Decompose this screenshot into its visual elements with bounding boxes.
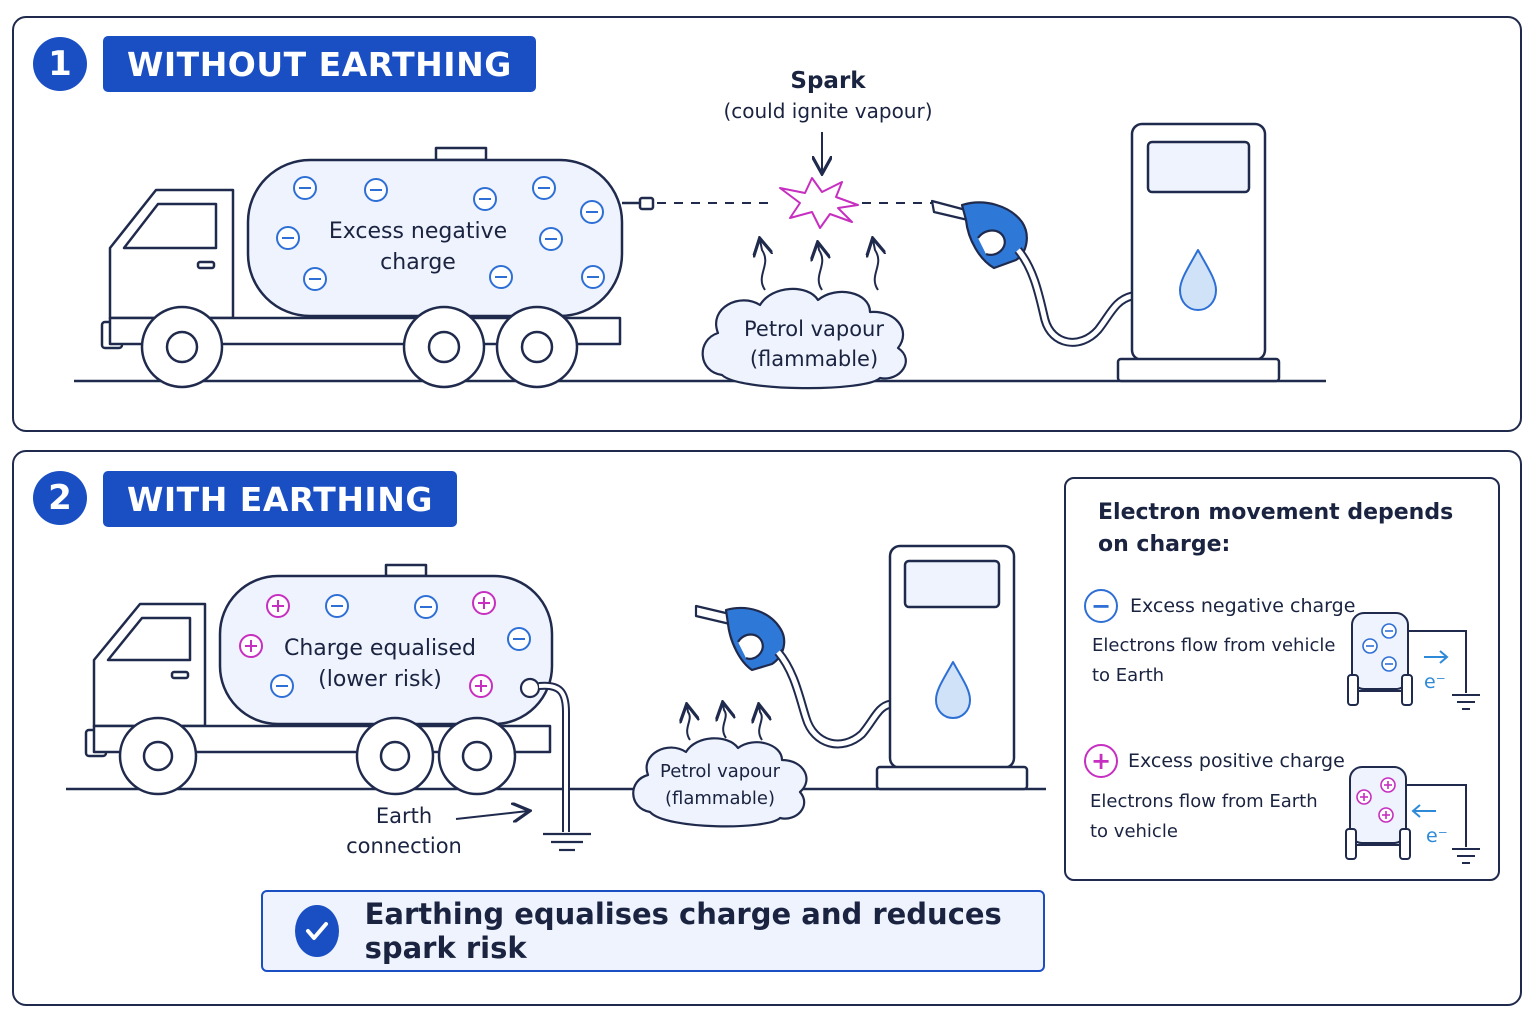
earth-connection-label-line2: connection [346,834,462,858]
vapour-label-1-line2: (flammable) [749,347,879,371]
earth-connection-label-line1: Earth [375,804,433,828]
mini-tank-positive [1345,766,1480,864]
positive-desc-line1: Electrons flow from Earth [1090,791,1318,812]
negative-charge-icons-1 [276,176,605,291]
vapour-label-1-line1: Petrol vapour [743,317,885,341]
legend-title-line2: on charge: [1098,532,1231,557]
positive-desc-line2: to vehicle [1090,821,1178,842]
legend-mini-diagrams [1345,612,1480,864]
positive-charge-description: Electrons flow from Earth to vehicle [1090,787,1318,847]
negative-desc-line2: to Earth [1092,665,1165,686]
tanker-truck-2 [84,563,554,796]
tanker-label-1-line1: Excess negative [328,219,508,244]
fuel-nozzle-2 [694,604,893,749]
summary-text: Earthing equalises charge and reduces sp… [364,897,1002,965]
vapour-label-2-line2: (flammable) [664,788,775,809]
panel2-title: WITH EARTHING [103,471,457,527]
mixed-charge-icons-2 [239,591,531,698]
electron-label-negative: e⁻ [1424,671,1446,693]
tanker-label-1: Excess negative charge [318,216,518,278]
vapour-cloud-1 [701,287,907,390]
tanker-label-2: Charge equalised (lower risk) [276,633,484,695]
negative-desc-line1: Electrons flow from vehicle [1092,635,1336,656]
earth-cable [519,677,591,852]
vapour-cloud-2 [632,737,808,828]
fuel-pump-1 [1116,122,1281,383]
legend-title: Electron movement depends on charge: [1098,497,1453,561]
spark-note: (could ignite vapour) [723,99,933,123]
negative-charge-icon: − [1084,589,1118,623]
legend-title-line1: Electron movement depends [1098,500,1454,525]
vapour-label-2: Petrol vapour (flammable) [636,758,804,812]
earth-pointer-arrow [455,811,528,819]
spark-title: Spark [790,68,866,94]
tanker-label-2-line2: (lower risk) [318,667,442,692]
earth-connection-label: Earth connection [330,801,478,861]
step-number-2: 2 [33,471,87,525]
panel1-title: WITHOUT EARTHING [103,36,536,92]
mini-tank-negative [1347,612,1480,710]
fuel-nozzle-1 [930,199,1134,347]
tanker-truck-1 [100,146,655,389]
check-icon [295,905,339,957]
negative-charge-label: Excess negative charge [1130,595,1356,617]
step-number-1: 1 [33,37,87,91]
electron-label-positive: e⁻ [1426,825,1448,847]
negative-charge-description: Electrons flow from vehicle to Earth [1092,631,1335,691]
positive-charge-icon: + [1084,744,1118,778]
vapour-label-1: Petrol vapour (flammable) [714,314,914,374]
vapour-label-2-line1: Petrol vapour [659,761,780,782]
electron-movement-legend: Electron movement depends on charge: − E… [1064,477,1500,881]
tanker-label-1-line2: charge [380,250,456,275]
tanker-label-2-line1: Charge equalised [283,636,477,661]
vapour-rising-arrows-2 [687,704,762,741]
spark-icon [779,177,859,229]
vapour-rising-arrows-1 [760,240,878,291]
fuel-pump-2 [875,544,1029,791]
summary-banner: Earthing equalises charge and reduces sp… [261,890,1045,972]
positive-charge-label: Excess positive charge [1128,750,1345,772]
